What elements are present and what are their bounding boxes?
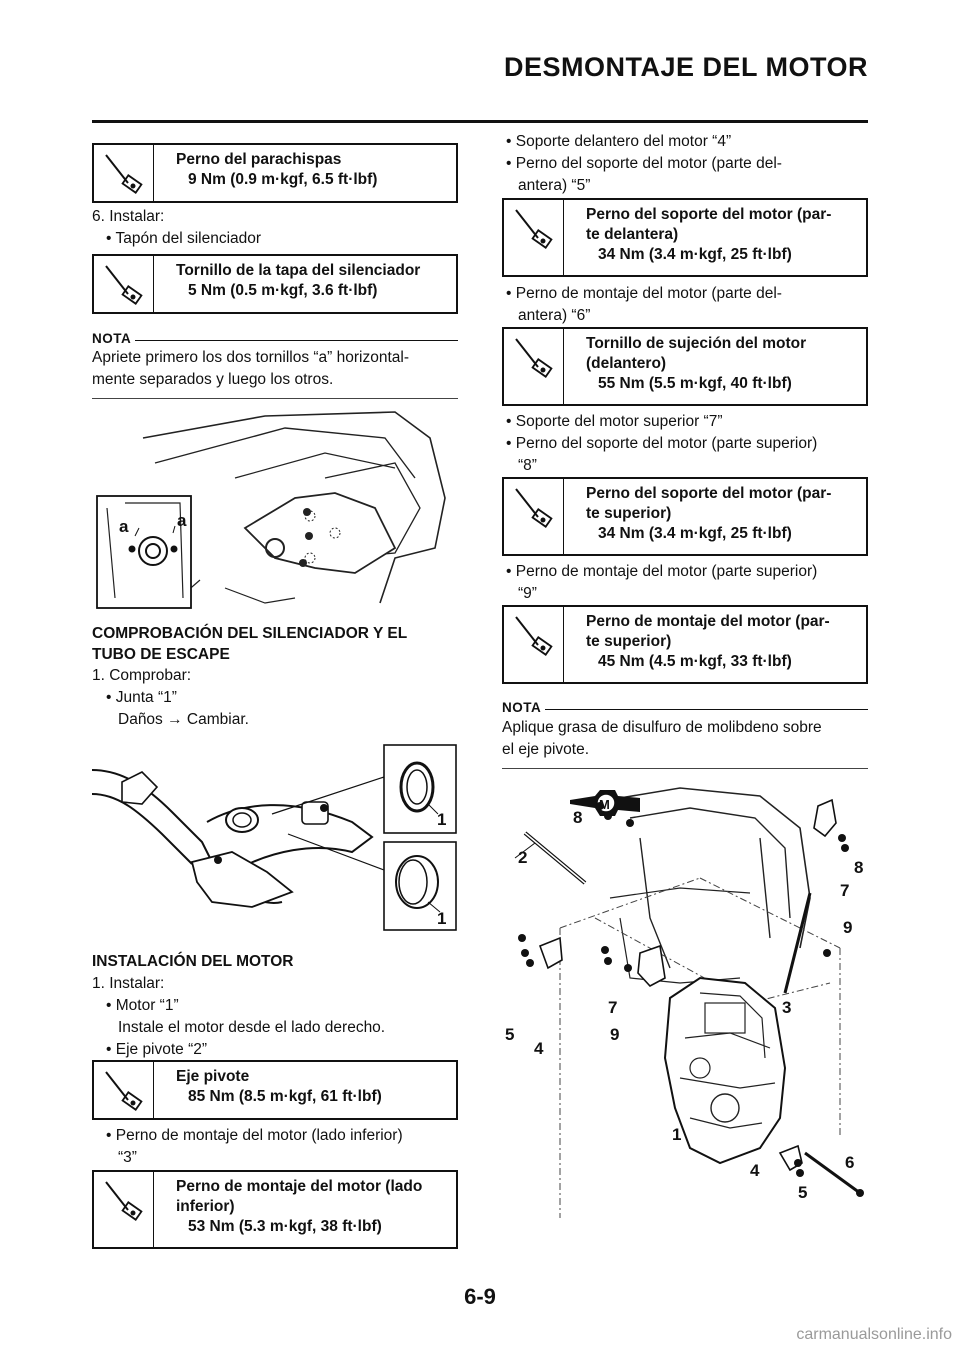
install-item: “3” — [118, 1149, 137, 1166]
nota-text-line: Aplique grasa de disulfuro de molibdeno … — [502, 719, 822, 736]
torque-name: Perno del soporte del motor (par- — [586, 485, 832, 502]
torque-box-front-mount-screw: Tornillo de sujeción del motor (delantero… — [502, 327, 868, 406]
watermark: carmanualsonline.info — [796, 1326, 952, 1343]
callout-8: 8 — [854, 858, 863, 877]
torque-box-pivot-shaft: Eje pivote 85 Nm (8.5 m·kgf, 61 ft·lbf) — [92, 1060, 458, 1120]
callout-7: 7 — [840, 881, 849, 900]
install-item: antera) “6” — [518, 307, 591, 324]
torque-name: te superior) — [586, 505, 672, 522]
install-item: • Eje pivote “2” — [106, 1041, 208, 1058]
torque-box-muffler-cap-screw: Tornillo de la tapa del silenciador 5 Nm … — [92, 254, 458, 314]
install-item: • Perno del soporte del motor (parte sup… — [506, 435, 818, 452]
torque-name: Perno del parachispas — [176, 151, 342, 168]
torque-name: Perno del soporte del motor (par- — [586, 206, 832, 223]
install-item: “9” — [518, 585, 537, 602]
install-item: • Perno de montaje del motor (lado infer… — [106, 1127, 403, 1144]
callout-9: 9 — [610, 1025, 619, 1044]
torque-name: (delantero) — [586, 355, 667, 372]
install-item: • Soporte delantero del motor “4” — [506, 133, 732, 150]
callout-7: 7 — [608, 998, 617, 1017]
callout-5: 5 — [505, 1025, 514, 1044]
torque-wrench-icon — [94, 256, 154, 312]
torque-box-spark-arrester-bolt: Perno del parachispas 9 Nm (0.9 m·kgf, 6.… — [92, 143, 458, 203]
install-item: • Soporte del motor superior “7” — [506, 413, 723, 430]
torque-box-upper-mount-bolt: Perno de montaje del motor (par-te super… — [502, 605, 868, 684]
install-item-sub: Instale el motor desde el lado derecho. — [118, 1019, 386, 1036]
torque-wrench-icon — [94, 145, 154, 201]
nota-end-rule — [502, 768, 868, 769]
torque-value: 5 Nm (0.5 m·kgf, 3.6 ft·lbf) — [188, 282, 378, 299]
check-item: • Junta “1” — [106, 689, 177, 706]
torque-value: 85 Nm (8.5 m·kgf, 61 ft·lbf) — [188, 1088, 382, 1105]
install-item: antera) “5” — [518, 177, 591, 194]
install-step: 1. Instalar: — [92, 975, 165, 992]
install-item: • Motor “1” — [106, 997, 179, 1014]
callout-a: a — [119, 517, 129, 536]
section-heading: TUBO DE ESCAPE — [92, 646, 230, 663]
callout-1: 1 — [437, 810, 446, 829]
torque-box-upper-bracket-bolt: Perno del soporte del motor (par-te supe… — [502, 477, 868, 556]
exhaust-pipe-figure: 1 1 — [92, 744, 457, 931]
torque-box-front-bracket-bolt: Perno del soporte del motor (par-te dela… — [502, 198, 868, 277]
install-item: • Perno de montaje del motor (parte del- — [506, 285, 782, 302]
section-heading: COMPROBACIÓN DEL SILENCIADOR Y EL — [92, 625, 408, 642]
page-number: 6-9 — [464, 1284, 496, 1309]
callout-4: 4 — [534, 1039, 544, 1058]
torque-value: 45 Nm (4.5 m·kgf, 33 ft·lbf) — [598, 653, 792, 670]
torque-name: Tornillo de sujeción del motor — [586, 335, 807, 352]
step-6: 6. Instalar: — [92, 208, 165, 225]
nota-text-line: Apriete primero los dos tornillos “a” ho… — [92, 349, 410, 366]
step-6-item: • Tapón del silenciador — [106, 230, 262, 247]
muffler-cap-figure: a a — [96, 411, 446, 609]
install-item: • Perno de montaje del motor (parte supe… — [506, 563, 818, 580]
torque-wrench-icon — [504, 329, 564, 404]
nota-text-line: el eje pivote. — [502, 741, 590, 758]
callout-2: 2 — [518, 848, 527, 867]
install-item: • Perno del soporte del motor (parte del… — [506, 155, 782, 172]
torque-value: 53 Nm (5.3 m·kgf, 38 ft·lbf) — [188, 1218, 382, 1235]
torque-name: inferior) — [176, 1198, 235, 1215]
callout-8: 8 — [573, 808, 582, 827]
torque-wrench-icon — [94, 1172, 154, 1247]
torque-wrench-icon — [504, 479, 564, 554]
torque-name: Perno de montaje del motor (par- — [586, 613, 830, 630]
torque-wrench-icon — [504, 200, 564, 275]
nota-rule — [545, 709, 868, 710]
nota-rule — [135, 340, 458, 341]
torque-name: Tornillo de la tapa del silenciador — [176, 262, 421, 279]
callout-4: 4 — [750, 1161, 760, 1180]
torque-value: 9 Nm (0.9 m·kgf, 6.5 ft·lbf) — [188, 171, 378, 188]
install-item: “8” — [518, 457, 537, 474]
check-item-sub: Daños → Cambiar. — [118, 711, 249, 728]
header-rule — [92, 120, 868, 123]
nota-text-line: mente separados y luego los otros. — [92, 371, 334, 388]
torque-wrench-icon — [504, 607, 564, 682]
torque-wrench-icon — [94, 1062, 154, 1118]
callout-1: 1 — [437, 909, 446, 928]
torque-value: 34 Nm (3.4 m·kgf, 25 ft·lbf) — [598, 246, 792, 263]
torque-value: 34 Nm (3.4 m·kgf, 25 ft·lbf) — [598, 525, 792, 542]
page-title: DESMONTAJE DEL MOTOR — [503, 52, 868, 82]
nota-label: NOTA — [502, 700, 542, 715]
section-heading: INSTALACIÓN DEL MOTOR — [92, 953, 294, 970]
check-step: 1. Comprobar: — [92, 667, 192, 684]
torque-name: te superior) — [586, 633, 672, 650]
callout-M: M — [599, 797, 610, 812]
callout-6: 6 — [845, 1153, 854, 1172]
torque-box-lower-mount-bolt: Perno de montaje del motor (lado inferior… — [92, 1170, 458, 1249]
callout-1: 1 — [672, 1125, 681, 1144]
nota-end-rule — [92, 398, 458, 399]
torque-name: te delantera) — [586, 226, 679, 243]
callout-3: 3 — [782, 998, 791, 1017]
callout-9: 9 — [843, 918, 852, 937]
nota-label: NOTA — [92, 331, 132, 346]
torque-name: Perno de montaje del motor (lado — [176, 1178, 423, 1195]
engine-mount-exploded-figure: M 8 2 8 7 9 7 3 9 5 4 1 4 6 5 — [505, 787, 864, 1218]
torque-value: 55 Nm (5.5 m·kgf, 40 ft·lbf) — [598, 375, 792, 392]
callout-5: 5 — [798, 1183, 807, 1202]
torque-name: Eje pivote — [176, 1068, 250, 1085]
callout-a: a — [177, 511, 187, 530]
